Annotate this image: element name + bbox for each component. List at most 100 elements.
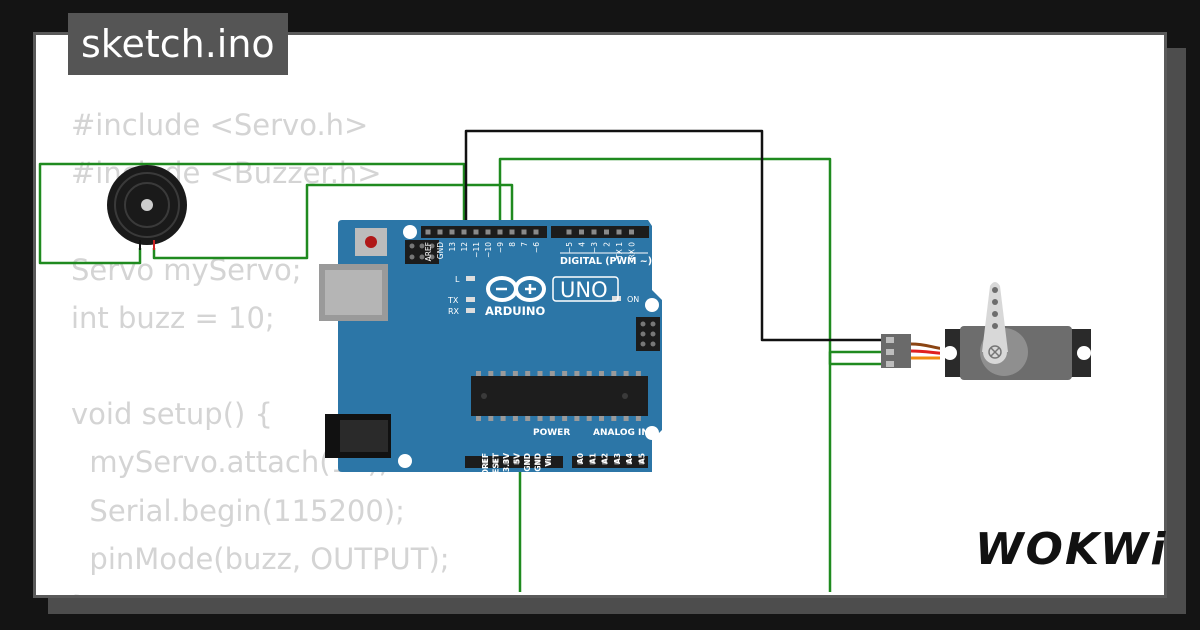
header-pin[interactable] <box>509 229 515 235</box>
chip-leg <box>476 371 481 376</box>
header-pin[interactable] <box>482 459 488 465</box>
chip-leg <box>586 371 592 376</box>
header-pin[interactable] <box>521 229 527 235</box>
led-rx-label: RX <box>448 307 460 316</box>
icsp-header-top <box>405 240 439 264</box>
analog-header[interactable] <box>572 456 648 468</box>
led-l-label: L <box>455 275 460 284</box>
wire-servo-signal[interactable] <box>498 157 832 592</box>
wire-servo-pwr[interactable] <box>828 350 882 366</box>
header-pin[interactable] <box>589 459 595 465</box>
chip-leg <box>562 416 568 421</box>
power-jack-inner <box>340 420 388 452</box>
usb-connector-inner <box>325 270 382 315</box>
servo-motor[interactable] <box>881 282 1094 380</box>
wire-buzzer-signal[interactable] <box>152 183 514 260</box>
header-pin[interactable] <box>604 229 609 235</box>
header-pin[interactable] <box>629 229 634 235</box>
pin-label: GND <box>436 242 445 259</box>
digital-header-left[interactable] <box>421 226 547 238</box>
header-pin[interactable] <box>533 229 539 235</box>
chip-leg <box>525 371 531 376</box>
chip-leg <box>562 371 568 376</box>
wire-buzzer-gnd[interactable] <box>38 162 466 265</box>
uno-label: UNO <box>560 278 608 302</box>
header-pin[interactable] <box>449 229 455 235</box>
header-pin[interactable] <box>626 459 632 465</box>
chip-leg <box>488 371 494 376</box>
header-pin[interactable] <box>579 229 584 235</box>
pin-label: A1 <box>588 453 597 464</box>
pin-label: ~10 <box>484 242 493 258</box>
servo-connector <box>881 334 911 368</box>
atmega-chip <box>471 376 648 416</box>
header-pin[interactable] <box>639 459 644 465</box>
header-pin[interactable] <box>461 229 467 235</box>
reset-button-cap[interactable] <box>365 236 377 248</box>
header-pin[interactable] <box>473 229 479 235</box>
pin-label: RESET <box>492 452 501 479</box>
chip-leg <box>599 416 604 421</box>
pin-label: A0 <box>576 453 585 464</box>
chip-leg <box>574 416 580 421</box>
pin-label: Vin <box>544 453 553 467</box>
mounting-hole <box>403 225 417 239</box>
header-pin[interactable] <box>545 459 551 465</box>
header-pin[interactable] <box>514 459 519 465</box>
pin-label: IOREF <box>481 453 490 478</box>
code-line: void setup() { <box>71 397 273 432</box>
wire-servo-gnd[interactable] <box>464 129 882 342</box>
header-pin[interactable] <box>524 459 530 465</box>
pin-label: 12 <box>460 242 469 252</box>
pin-label: 8 <box>508 242 517 247</box>
header-pin[interactable] <box>614 459 620 465</box>
header-pin[interactable] <box>437 229 443 235</box>
mounting-hole <box>398 454 412 468</box>
arduino-infinity-logo <box>486 276 546 302</box>
pin-label: ~11 <box>472 242 481 258</box>
power-header-label: POWER <box>533 428 570 438</box>
header-pin[interactable] <box>493 459 498 465</box>
header-pin[interactable] <box>602 459 608 465</box>
header-pin[interactable] <box>485 229 491 235</box>
pin-label: GND <box>523 453 532 472</box>
buzzer[interactable] <box>107 165 187 250</box>
pin-label: A2 <box>601 453 610 464</box>
wires <box>38 129 882 592</box>
pin-label: 5V <box>513 453 522 464</box>
led-tx <box>466 297 475 302</box>
chip-leg <box>623 371 629 376</box>
header-pin[interactable] <box>577 459 583 465</box>
chip-leg <box>525 416 531 421</box>
uno-badge <box>552 276 619 302</box>
header-pin[interactable] <box>503 459 509 465</box>
pin-label: A3 <box>613 453 622 464</box>
chip-leg <box>611 416 617 421</box>
pin-label: ~9 <box>496 242 505 253</box>
pin-label: RX 0 <box>628 242 637 260</box>
header-pin[interactable] <box>616 229 622 235</box>
header-pin[interactable] <box>425 229 431 235</box>
chip-leg <box>586 416 592 421</box>
header-pin[interactable] <box>535 459 540 465</box>
header-pin[interactable] <box>566 229 572 235</box>
code-line: pinMode(buzz, OUTPUT); <box>71 541 450 576</box>
pin-label: A5 <box>638 453 647 464</box>
digital-header-right[interactable] <box>551 226 649 238</box>
top-pin-dots <box>425 229 634 235</box>
file-tab[interactable]: sketch.ino <box>68 13 288 75</box>
pin-label: 4 <box>578 242 587 247</box>
chip-leg <box>635 371 641 376</box>
pin-label: A4 <box>625 453 634 464</box>
mounting-hole <box>645 298 659 312</box>
chip-leg <box>623 416 629 421</box>
chip-leg <box>476 416 481 421</box>
chip-leg <box>599 371 604 376</box>
header-pin[interactable] <box>591 229 597 235</box>
header-pin[interactable] <box>497 229 503 235</box>
chip-leg <box>537 416 543 421</box>
chip-leg <box>549 416 555 421</box>
